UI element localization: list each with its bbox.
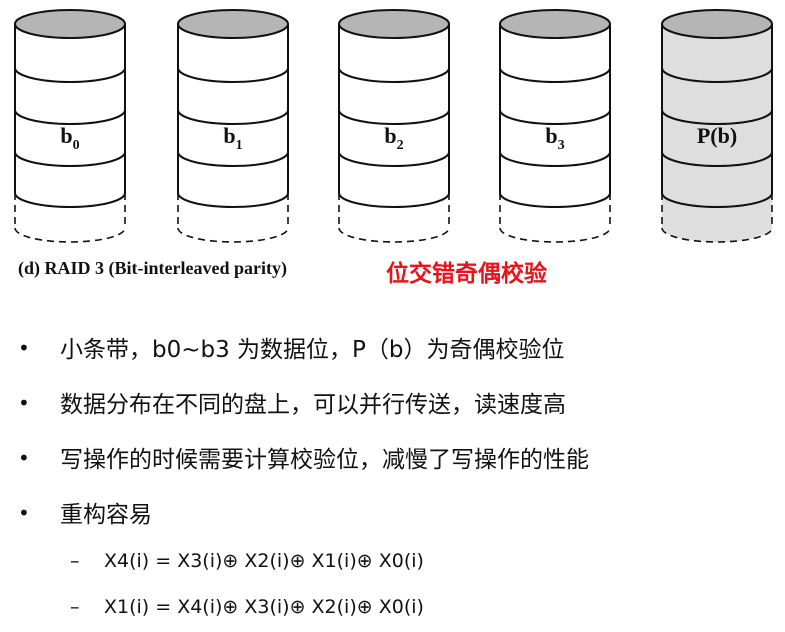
stripe-divider (661, 151, 773, 167)
disk-label: P(b) (697, 123, 737, 148)
disk-bottom-dashed (177, 227, 289, 243)
disk-label: b2 (384, 123, 403, 153)
stripe-divider (177, 67, 289, 83)
disk-body (662, 24, 772, 242)
bullet-dot-icon: • (18, 391, 30, 415)
bullet-text: 数据分布在不同的盘上，可以并行传送，读速度高 (60, 392, 566, 418)
bullet-dot-icon: • (18, 501, 30, 525)
stripe-divider (14, 151, 126, 167)
dash-icon: – (70, 550, 80, 572)
stripe-divider (177, 151, 289, 167)
bullet-text: 重构容易 (60, 502, 152, 528)
stripe-divider (661, 67, 773, 83)
disk-label: b0 (60, 123, 79, 153)
disk-label-subscript: 2 (397, 138, 404, 153)
stripe-divider (499, 192, 611, 208)
disk-label: b1 (223, 123, 242, 153)
stripe-divider (499, 151, 611, 167)
disk-top (14, 9, 126, 39)
stripe-divider (338, 192, 450, 208)
stripe-divider (499, 109, 611, 125)
disk-label-main: b (223, 123, 235, 148)
disk-top (177, 9, 289, 39)
data-disk: b3 (499, 9, 611, 243)
disk-bottom-dashed (499, 227, 611, 243)
bullet-dot-icon: • (18, 336, 30, 360)
figure-caption: (d) RAID 3 (Bit-interleaved parity) (18, 258, 287, 278)
formula-text: X1(i) = X4(i)⊕ X3(i)⊕ X2(i)⊕ X0(i) (104, 596, 424, 618)
stripe-divider (14, 67, 126, 83)
stripe-divider (338, 67, 450, 83)
stripe-divider (661, 109, 773, 125)
stripe-divider (177, 192, 289, 208)
bullet-dot-icon: • (18, 446, 30, 470)
stripe-divider (177, 109, 289, 125)
disk-top (661, 9, 773, 39)
disk-body (178, 24, 288, 242)
data-disk: b0 (14, 9, 126, 243)
bullet-text: 小条带，b0~b3 为数据位，P（b）为奇偶校验位 (60, 337, 565, 363)
stripe-divider (661, 192, 773, 208)
disk-body (15, 24, 125, 242)
disk-label: b3 (545, 123, 564, 153)
stripe-divider (14, 192, 126, 208)
stripe-divider (338, 109, 450, 125)
disk-bottom-dashed (661, 227, 773, 243)
disk-label-main: P(b) (697, 123, 737, 148)
disk-label-main: b (60, 123, 72, 148)
figure-caption-chinese: 位交错奇偶校验 (386, 261, 547, 287)
disk-label-main: b (384, 123, 396, 148)
disk-top (338, 9, 450, 39)
parity-disk: P(b) (661, 9, 773, 243)
disk-bottom-dashed (14, 227, 126, 243)
data-disk: b2 (338, 9, 450, 243)
stripe-divider (14, 109, 126, 125)
dash-icon: – (70, 596, 80, 618)
stripe-divider (499, 67, 611, 83)
data-disk: b1 (177, 9, 289, 243)
disk-body (339, 24, 449, 242)
disk-bottom-dashed (338, 227, 450, 243)
disk-label-subscript: 3 (558, 138, 565, 153)
bullet-text: 写操作的时候需要计算校验位，减慢了写操作的性能 (60, 447, 589, 473)
disk-label-main: b (545, 123, 557, 148)
disk-body (500, 24, 610, 242)
disk-label-subscript: 1 (236, 138, 243, 153)
disk-label-subscript: 0 (73, 138, 80, 153)
formula-text: X4(i) = X3(i)⊕ X2(i)⊕ X1(i)⊕ X0(i) (104, 550, 424, 572)
stripe-divider (338, 151, 450, 167)
disk-top (499, 9, 611, 39)
